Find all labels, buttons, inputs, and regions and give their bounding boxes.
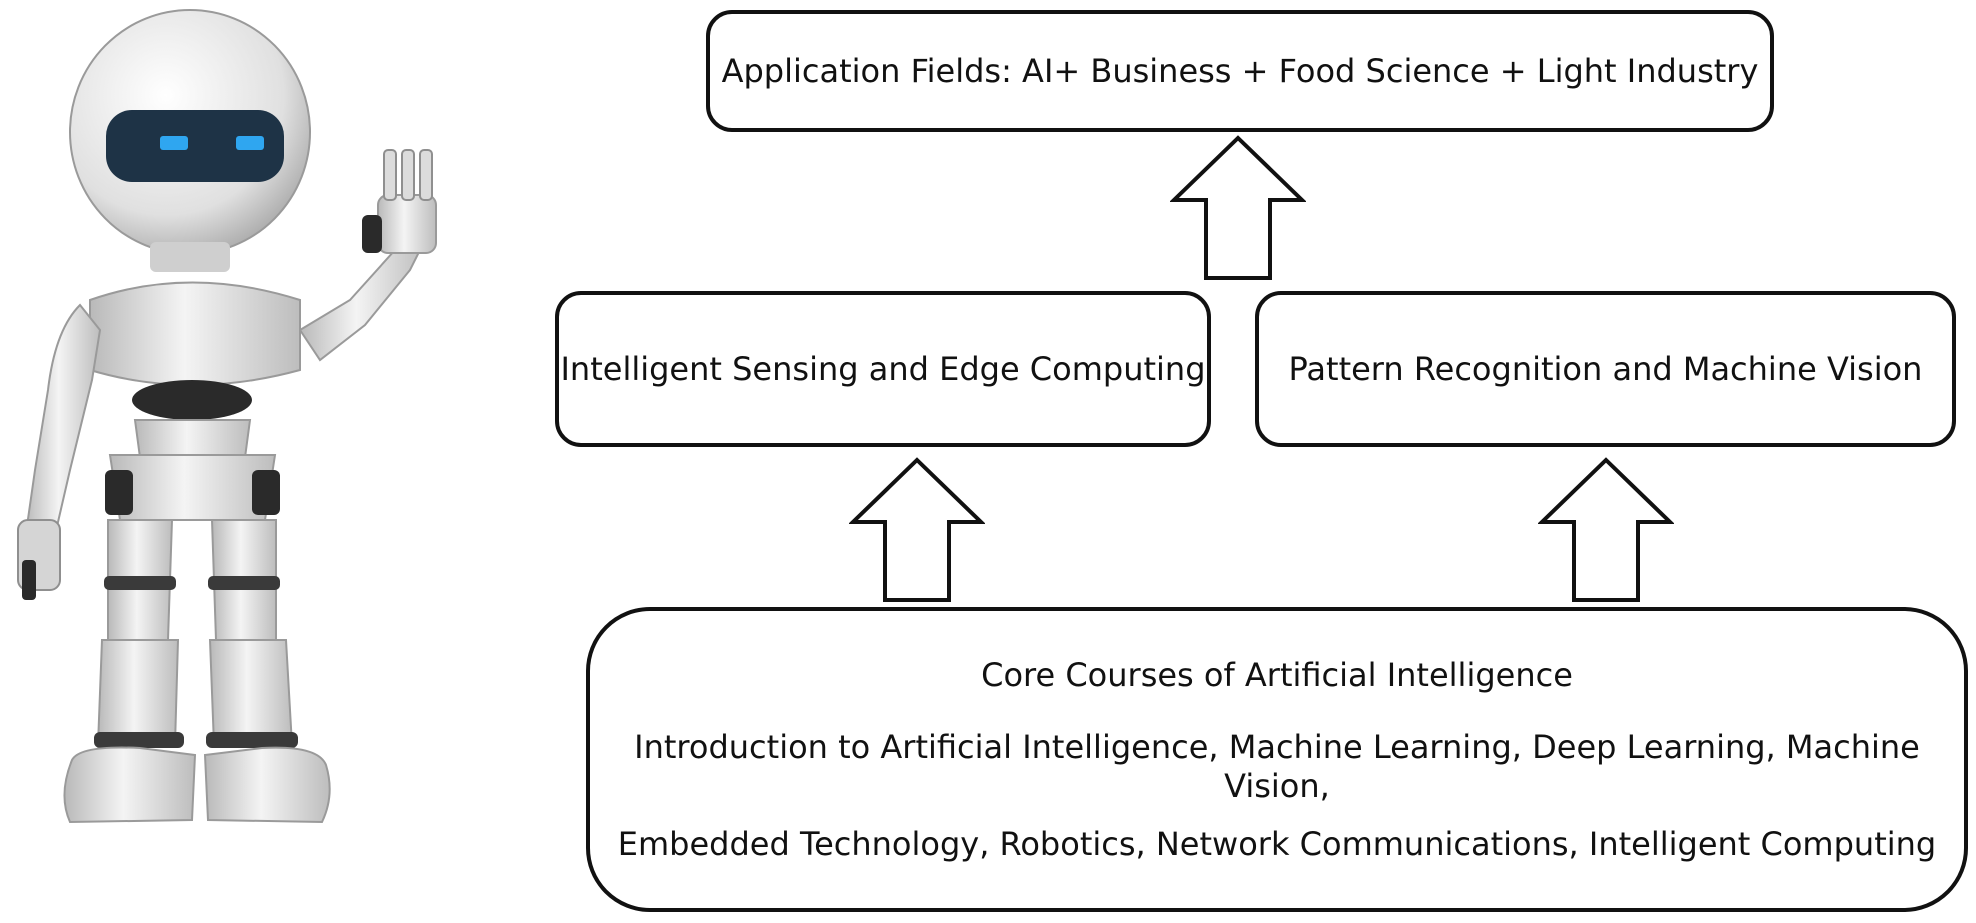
robot-eye-left bbox=[160, 136, 188, 150]
pattern-recognition-label: Pattern Recognition and Machine Vision bbox=[1288, 349, 1923, 388]
core-courses-line-2: Embedded Technology, Robotics, Network C… bbox=[617, 824, 1937, 863]
core-courses-title: Core Courses of Artificial Intelligence bbox=[981, 655, 1573, 694]
core-courses-line-1: Introduction to Artificial Intelligence,… bbox=[634, 728, 1920, 805]
robot-visor bbox=[106, 110, 284, 182]
core-courses-box: Core Courses of Artificial Intelligence … bbox=[586, 607, 1968, 912]
up-arrow-icon bbox=[1170, 135, 1306, 280]
robot-eye-right bbox=[236, 136, 264, 150]
intelligent-sensing-label: Intelligent Sensing and Edge Computing bbox=[560, 349, 1206, 388]
robot-chest-plate bbox=[132, 380, 252, 420]
pattern-recognition-box: Pattern Recognition and Machine Vision bbox=[1255, 291, 1956, 447]
intelligent-sensing-box: Intelligent Sensing and Edge Computing bbox=[555, 291, 1211, 447]
waving-robot-illustration bbox=[17, 9, 437, 824]
up-arrow-icon bbox=[849, 457, 985, 602]
application-fields-box: Application Fields: AI+ Business + Food … bbox=[706, 10, 1774, 132]
application-fields-label: Application Fields: AI+ Business + Food … bbox=[721, 51, 1759, 90]
up-arrow-icon bbox=[1538, 457, 1674, 602]
